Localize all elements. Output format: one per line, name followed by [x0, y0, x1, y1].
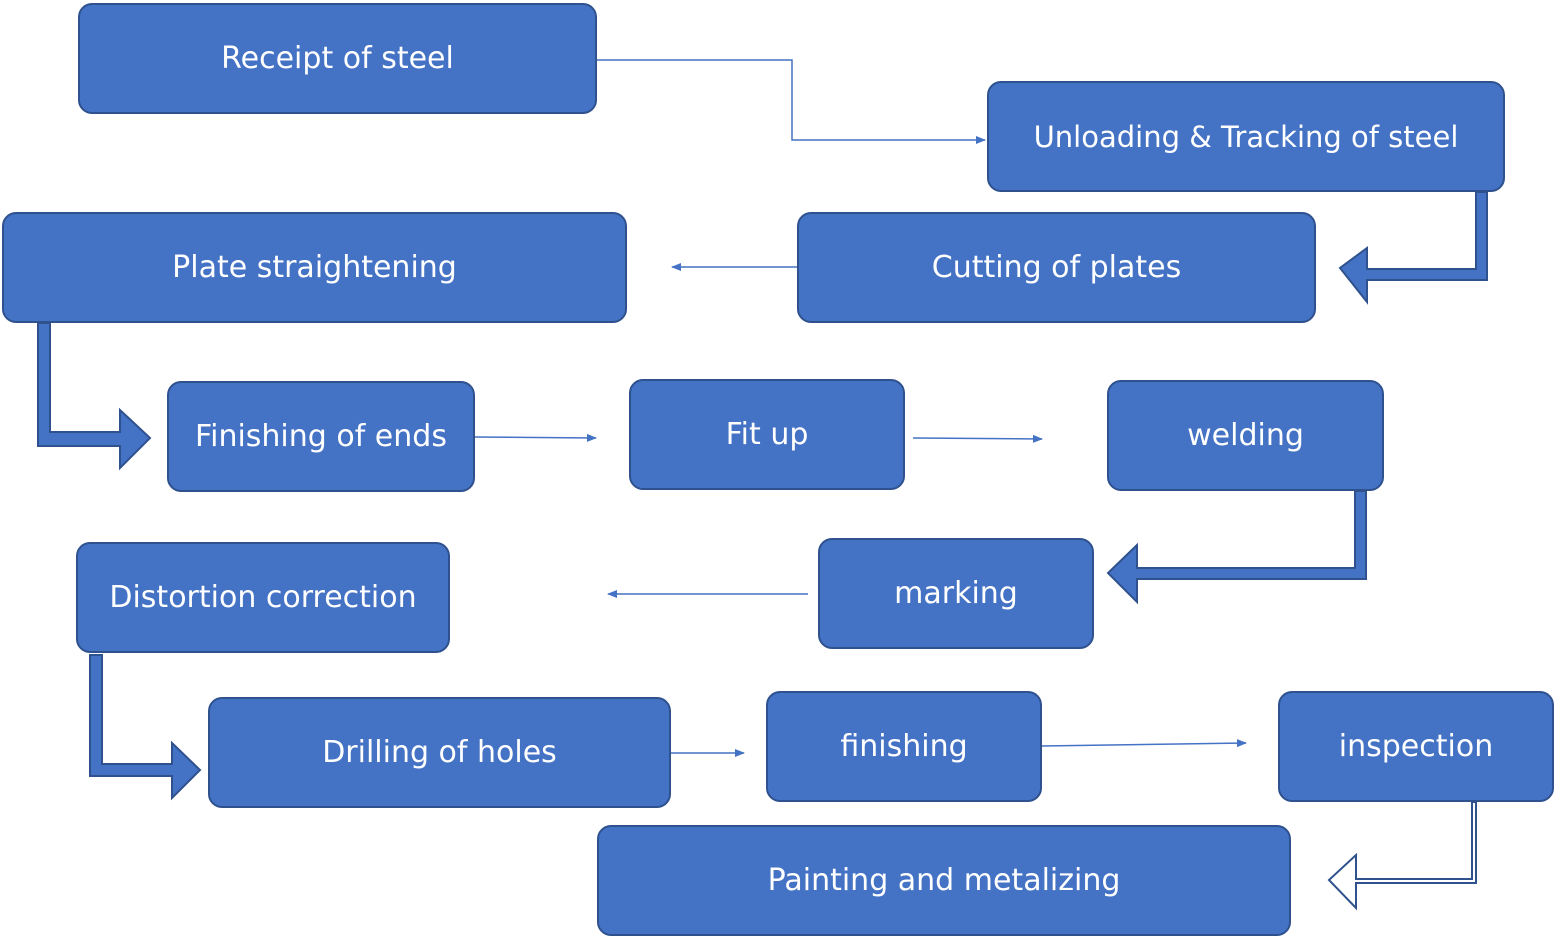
step-cutting-of-plates: Cutting of plates: [797, 212, 1316, 323]
step-unloading-tracking: Unloading & Tracking of steel: [987, 81, 1505, 192]
step-distortion-correction: Distortion correction: [76, 542, 450, 653]
step-welding: welding: [1107, 380, 1384, 491]
block-arrow-unloading-to-cutting: [1338, 191, 1488, 305]
step-label: marking: [894, 576, 1018, 611]
step-label: Distortion correction: [109, 580, 417, 615]
step-marking: marking: [818, 538, 1094, 649]
connector-finishing-ends-to-fitup: [474, 433, 597, 442]
step-label: Receipt of steel: [221, 41, 454, 76]
step-receipt-of-steel: Receipt of steel: [78, 3, 597, 114]
step-label: Painting and metalizing: [767, 863, 1121, 898]
step-label: inspection: [1338, 729, 1494, 764]
step-drilling-of-holes: Drilling of holes: [208, 697, 671, 808]
step-painting-and-metalizing: Painting and metalizing: [597, 825, 1291, 936]
step-inspection: inspection: [1278, 691, 1554, 802]
step-finishing: finishing: [766, 691, 1042, 802]
step-label: welding: [1187, 418, 1304, 453]
step-fit-up: Fit up: [629, 379, 905, 490]
block-arrow-distortion-to-drilling: [89, 654, 202, 801]
connector-finishing-to-inspection: [1041, 739, 1247, 748]
block-arrow-welding-to-marking: [1106, 490, 1367, 605]
step-label: Plate straightening: [172, 250, 457, 285]
step-label: Cutting of plates: [931, 250, 1182, 285]
step-finishing-of-ends: Finishing of ends: [167, 381, 475, 492]
step-plate-straightening: Plate straightening: [2, 212, 627, 323]
connector-fitup-to-welding: [912, 434, 1043, 443]
step-label: Drilling of holes: [322, 735, 557, 770]
step-label: Unloading & Tracking of steel: [1033, 119, 1459, 154]
step-label: finishing: [840, 729, 968, 764]
step-label: Fit up: [725, 417, 809, 452]
connector-receipt-to-unloading: [597, 59, 986, 144]
block-arrow-inspection-to-painting: [1327, 801, 1477, 911]
block-arrow-straightening-to-finishing-ends: [37, 322, 152, 471]
step-label: Finishing of ends: [195, 419, 447, 454]
